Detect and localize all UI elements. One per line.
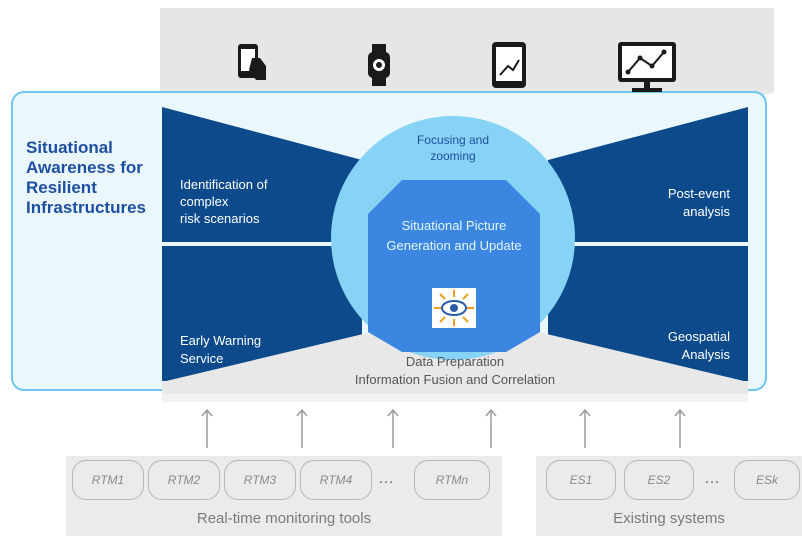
picture-octagon — [368, 180, 540, 352]
diagram-title: Situational Awareness for Resilient Infr… — [26, 138, 146, 217]
wedge-top-right — [548, 107, 748, 160]
data-base-bar — [162, 394, 748, 402]
rtm-tool-n: RTMn — [414, 460, 490, 500]
rtm-tool-1: RTM1 — [72, 460, 144, 500]
label-focusing: Focusing and zooming — [416, 133, 490, 163]
rtm-group-label: Real-time monitoring tools — [196, 510, 372, 527]
arrow-es1 — [579, 408, 591, 448]
rtm-tool-2: RTM2 — [148, 460, 220, 500]
label-identification: Identification of complex risk scenarios — [180, 177, 268, 226]
arrow-es2 — [674, 408, 686, 448]
existing-system-1: ES1 — [546, 460, 616, 500]
rtm-tool-4: RTM4 — [300, 460, 372, 500]
label-geospatial: Geospatial Analysis — [667, 329, 730, 362]
arrow-rtm3 — [387, 408, 399, 448]
label-post-event: Post-event analysis — [667, 186, 730, 219]
arrow-rtm1 — [201, 408, 213, 448]
es-group-label: Existing systems — [613, 510, 725, 527]
rtm-tool-3: RTM3 — [224, 460, 296, 500]
label-data-preparation: Data Preparation Information Fusion and … — [354, 354, 556, 387]
smartwatch-icon — [368, 44, 390, 86]
tablet-touch-icon — [238, 44, 266, 80]
data-funnel — [162, 330, 748, 398]
rtm-ellipsis: … — [378, 470, 394, 487]
label-situational-picture: Situational Picture Generation and Updat… — [386, 218, 522, 253]
eye-logo-icon — [432, 288, 476, 328]
arrow-rtm2 — [296, 408, 308, 448]
arrow-rtmn — [485, 408, 497, 448]
tablet-chart-icon — [492, 42, 526, 88]
es-ellipsis: … — [704, 470, 720, 487]
existing-system-2: ES2 — [624, 460, 694, 500]
monitor-chart-icon — [618, 42, 676, 92]
existing-system-k: ESk — [734, 460, 800, 500]
label-early-warning: Early Warning Service — [180, 333, 262, 366]
wedge-top-left — [162, 107, 362, 160]
